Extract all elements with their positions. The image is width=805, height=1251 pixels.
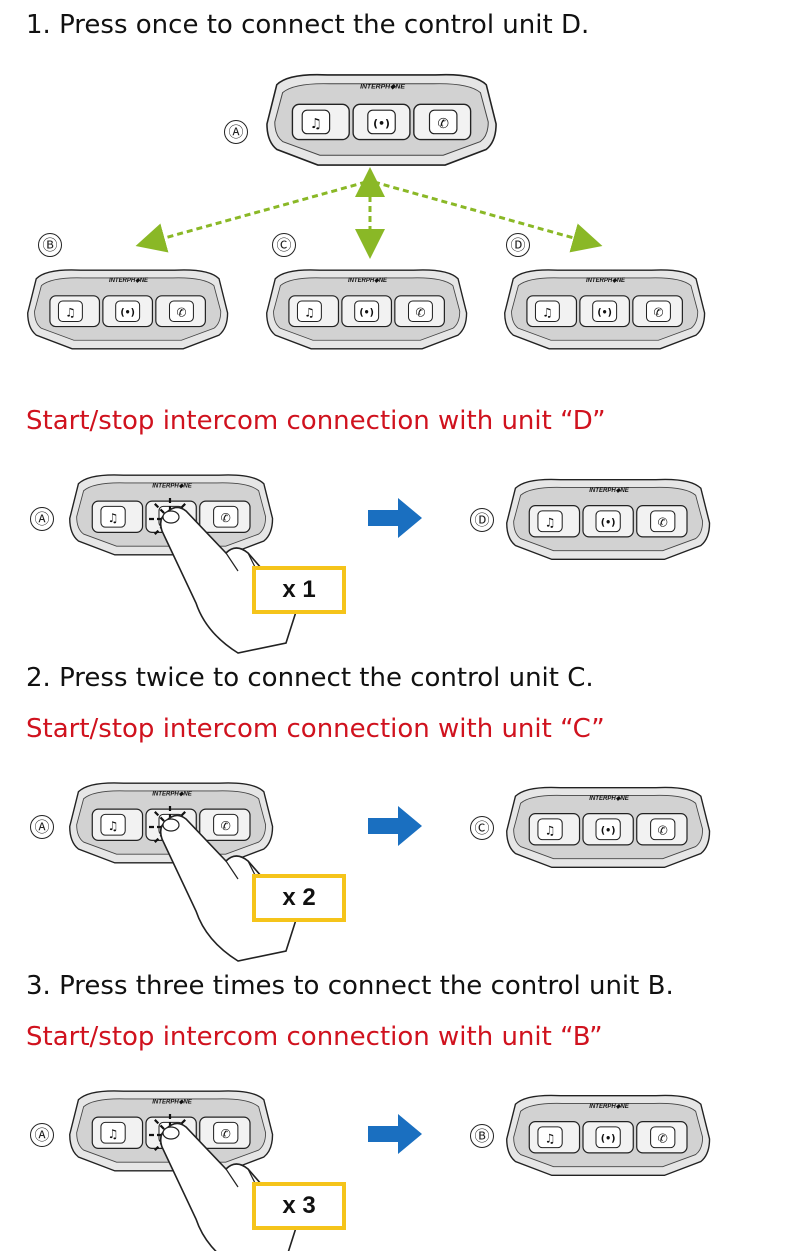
right-arrow-icon — [368, 1114, 422, 1154]
step-d-source-label: Ⓐ — [30, 507, 54, 531]
step-c-title: 2. Press twice to connect the control un… — [26, 663, 594, 693]
step-b-source-label: Ⓐ — [30, 1123, 54, 1147]
unit-label-c: Ⓒ — [272, 233, 296, 257]
control-unit-d — [504, 269, 706, 350]
step-c-source-label: Ⓐ — [30, 815, 54, 839]
unit-label-b: Ⓑ — [38, 233, 62, 257]
step-c-target-label: Ⓒ — [470, 816, 494, 840]
press-count-badge: x 2 — [252, 874, 346, 922]
step-d-target-unit — [506, 478, 711, 561]
step-b-title: 3. Press three times to connect the cont… — [26, 971, 674, 1001]
step-b-subtitle: Start/stop intercom connection with unit… — [26, 1022, 603, 1052]
right-arrow-icon — [368, 806, 422, 846]
unit-label-d: Ⓓ — [506, 233, 530, 257]
control-unit-c — [266, 269, 468, 350]
step-d-target-label: Ⓓ — [470, 508, 494, 532]
connection-arrows — [135, 167, 603, 259]
right-arrow-icon — [368, 498, 422, 538]
step-b-target-unit — [506, 1094, 711, 1177]
control-unit-b — [27, 269, 229, 350]
diagram-title: 1. Press once to connect the control uni… — [26, 10, 590, 40]
step-c-target-unit — [506, 786, 711, 869]
step-b-target-label: Ⓑ — [470, 1124, 494, 1148]
unit-label-a: Ⓐ — [224, 120, 248, 144]
step-d-subtitle: Start/stop intercom connection with unit… — [26, 406, 606, 436]
press-count-badge: x 3 — [252, 1182, 346, 1230]
step-c-subtitle: Start/stop intercom connection with unit… — [26, 714, 605, 744]
press-count-badge: x 1 — [252, 566, 346, 614]
